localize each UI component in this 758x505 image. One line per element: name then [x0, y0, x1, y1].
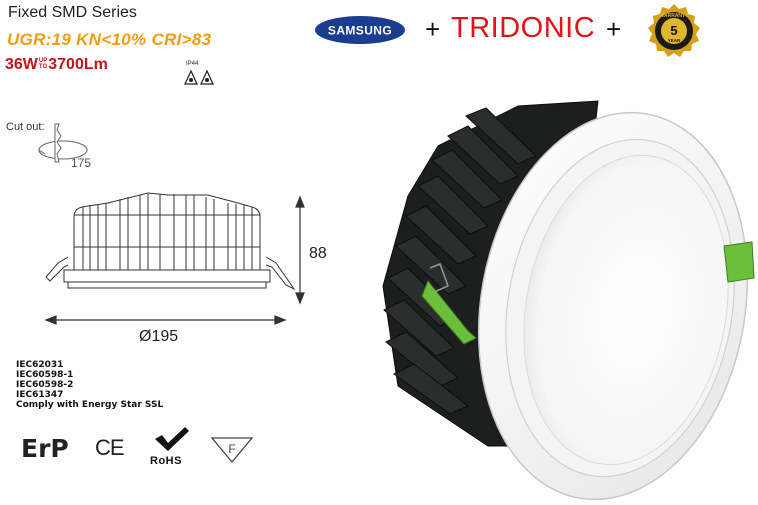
standards-list: IEC62031 IEC60598-1 IEC60598-2 IEC61347 …	[16, 360, 163, 410]
cut-out-value: 175	[71, 156, 92, 170]
samsung-logo-text: SAMSUNG	[328, 24, 392, 38]
cut-out-label: Cut out:	[6, 121, 45, 133]
power-lumens: 3700Lm	[48, 56, 108, 73]
warranty-seal-icon: WARRANTY 5 YEAR	[646, 3, 702, 64]
side-view-drawing	[44, 192, 305, 325]
standard-item: IEC61347	[16, 390, 64, 400]
downlight-product-image	[382, 100, 755, 501]
standard-item: IEC60598-2	[16, 380, 74, 390]
spec-line: UGR:19 KN<10% CRI>83	[7, 30, 212, 49]
samsung-logo: SAMSUNG	[314, 13, 406, 52]
ce-mark: CE	[95, 435, 125, 460]
ip-rating-label: IP44	[186, 61, 199, 67]
series-title: Fixed SMD Series	[8, 4, 137, 21]
ip44-drop-icon	[183, 69, 215, 85]
warranty-top-text: WARRANTY	[660, 13, 690, 19]
f-mark-icon: F	[210, 437, 254, 464]
diameter-dimension: Ø195	[139, 328, 179, 345]
rohs-check-icon	[155, 427, 189, 451]
power-watts: 36W	[5, 56, 38, 73]
warranty-year-text: YEAR	[668, 38, 681, 43]
plus-sign: +	[606, 14, 622, 44]
plus-sign: +	[425, 14, 441, 44]
tridonic-logo: TRIDONIC	[451, 12, 596, 44]
standard-item: IEC62031	[16, 360, 64, 370]
height-dimension: 88	[309, 245, 327, 262]
to-label: TO	[38, 64, 48, 70]
rohs-mark: RoHS	[150, 455, 182, 467]
up-label: UP	[38, 58, 48, 64]
standard-item: Comply with Energy Star SSL	[16, 400, 164, 410]
warranty-number: 5	[670, 23, 677, 38]
f-mark-text: F	[228, 442, 235, 456]
standard-item: IEC60598-1	[16, 370, 74, 380]
erp-mark: ErP	[21, 434, 69, 463]
cut-out-icon	[38, 123, 88, 163]
